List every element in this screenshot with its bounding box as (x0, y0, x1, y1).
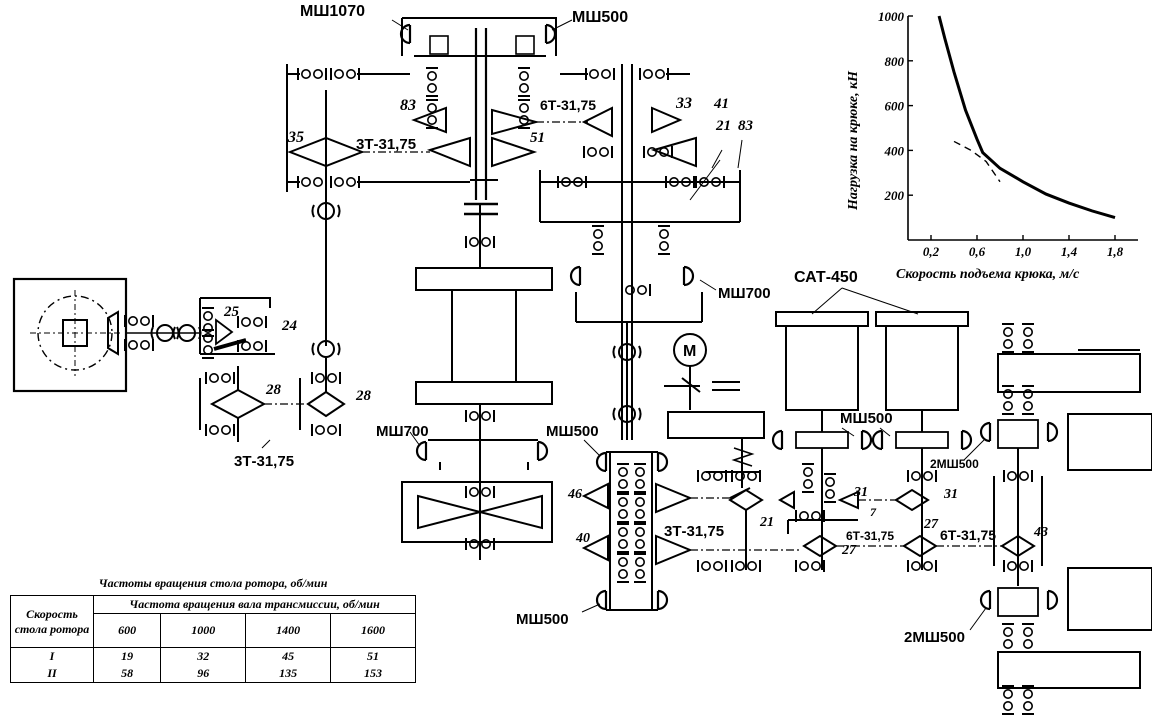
label-msh1070: МШ1070 (300, 3, 365, 20)
table-cell: 58 (92, 665, 162, 683)
teeth-33: 33 (675, 95, 692, 112)
top-clutch-box (399, 17, 613, 268)
chart-series-main (937, 15, 1116, 220)
table-col-header: 1400 (245, 613, 332, 648)
chart-series-dashed (953, 140, 1001, 183)
chain-6t-top: 6Т-31,75 (540, 97, 596, 113)
table-col-header: 1000 (160, 613, 247, 648)
rotor-table (12, 277, 202, 393)
chart-y-tick-label: 1000 (878, 9, 905, 24)
table-cell: 51 (330, 647, 416, 665)
chart-x-tick-label: 1,4 (1061, 244, 1078, 259)
teeth-21-b: 21 (759, 515, 774, 530)
rotor-speed-table-block: Частоты вращения стола ротора, об/мин Ск… (10, 576, 416, 683)
teeth-46: 46 (567, 487, 582, 502)
chart-y-tick-label: 800 (885, 54, 905, 69)
table-title: Частоты вращения стола ротора, об/мин (98, 576, 328, 590)
chain-3t-bottom: 3Т-31,75 (664, 523, 724, 540)
chart-x-tick-label: 0,6 (969, 244, 986, 259)
drum-shaft (401, 267, 553, 560)
table-cell: 153 (330, 665, 416, 683)
teeth-7: 7 (870, 505, 877, 519)
table-cell: 135 (245, 665, 332, 683)
label-msh500-top: МШ500 (572, 9, 628, 26)
chain-6t-b: 6Т-31,75 (940, 527, 996, 543)
teeth-35: 35 (287, 129, 304, 146)
chart-x-tick-label: 1,0 (1015, 244, 1032, 259)
table-cell: 32 (160, 647, 247, 665)
left-chain-shaft (286, 64, 470, 358)
chart-y-tick-label: 200 (884, 188, 905, 203)
table-col-header: 1600 (330, 613, 416, 648)
label-msh500-mid: МШ500 (546, 423, 599, 440)
teeth-40: 40 (575, 531, 590, 546)
table-col-header: 600 (92, 613, 162, 648)
leader-lines (391, 19, 987, 631)
table-header-speed: Скорость стола ротора (10, 595, 94, 648)
label-msh700-right: МШ700 (718, 285, 771, 302)
chart-y-tick-label: 600 (885, 99, 905, 114)
table-header-group: Частота вращения вала трансмиссии, об/ми… (93, 595, 416, 614)
chain-3t-top: 3Т-31,75 (356, 136, 416, 153)
lower-gearbox (581, 451, 800, 611)
table-cell: 96 (160, 665, 247, 683)
table-cell: II (10, 665, 94, 683)
teeth-83-a: 83 (400, 97, 416, 114)
teeth-28-a: 28 (265, 382, 282, 398)
label-msh700-left: МШ700 (376, 423, 429, 440)
rotor-speed-table: Скорость стола ротора Частота вращения в… (10, 595, 416, 683)
table-row: II 58 96 135 153 (10, 665, 416, 683)
load-speed-chart: 0,2 0,6 1,0 1,4 1,8 200 400 600 800 1000 Скорость… (846, 9, 1138, 282)
teeth-21-a: 21 (715, 118, 731, 134)
chart-x-tick-label: 0,2 (923, 244, 940, 259)
teeth-25: 25 (223, 304, 240, 320)
teeth-31-a: 31 (853, 485, 868, 500)
chart-x-label: Скорость подъема крюка, м/с (896, 267, 1080, 282)
label-msh500-engines: МШ500 (840, 410, 893, 427)
teeth-27-a: 27 (841, 543, 857, 558)
pump-drive (979, 323, 1152, 715)
teeth-28-b: 28 (355, 388, 372, 404)
teeth-24: 24 (281, 318, 298, 334)
central-gearbox (539, 64, 743, 440)
teeth-31-b: 31 (943, 487, 958, 502)
motor-assembly (664, 333, 765, 488)
chain-6t-a: 6Т-31,75 (846, 529, 894, 543)
table-cell: 45 (245, 647, 332, 665)
chart-y-label: Нагрузка на крюке, кН (846, 70, 861, 211)
table-cell: 19 (92, 647, 162, 665)
engines (771, 311, 1002, 573)
teeth-43: 43 (1033, 525, 1048, 540)
chart-y-tick-label: 400 (884, 143, 905, 158)
teeth-83-b: 83 (738, 118, 754, 134)
teeth-51: 51 (530, 130, 545, 146)
chart-x-tick-label: 1,8 (1107, 244, 1124, 259)
teeth-41: 41 (713, 96, 729, 112)
label-2msh500-lower: 2МШ500 (904, 629, 965, 646)
label-sat450: САТ-450 (794, 269, 858, 286)
table-cell: I (10, 647, 94, 665)
label-2msh500-upper: 2МШ500 (930, 457, 979, 471)
teeth-27-b: 27 (923, 517, 939, 532)
rotor-gearbox (199, 297, 346, 449)
label-msh500-bottom: МШ500 (516, 611, 569, 628)
table-row: I 19 32 45 51 (10, 647, 416, 665)
chain-3t-left: 3Т-31,75 (234, 453, 294, 470)
motor-symbol: M (683, 343, 696, 360)
